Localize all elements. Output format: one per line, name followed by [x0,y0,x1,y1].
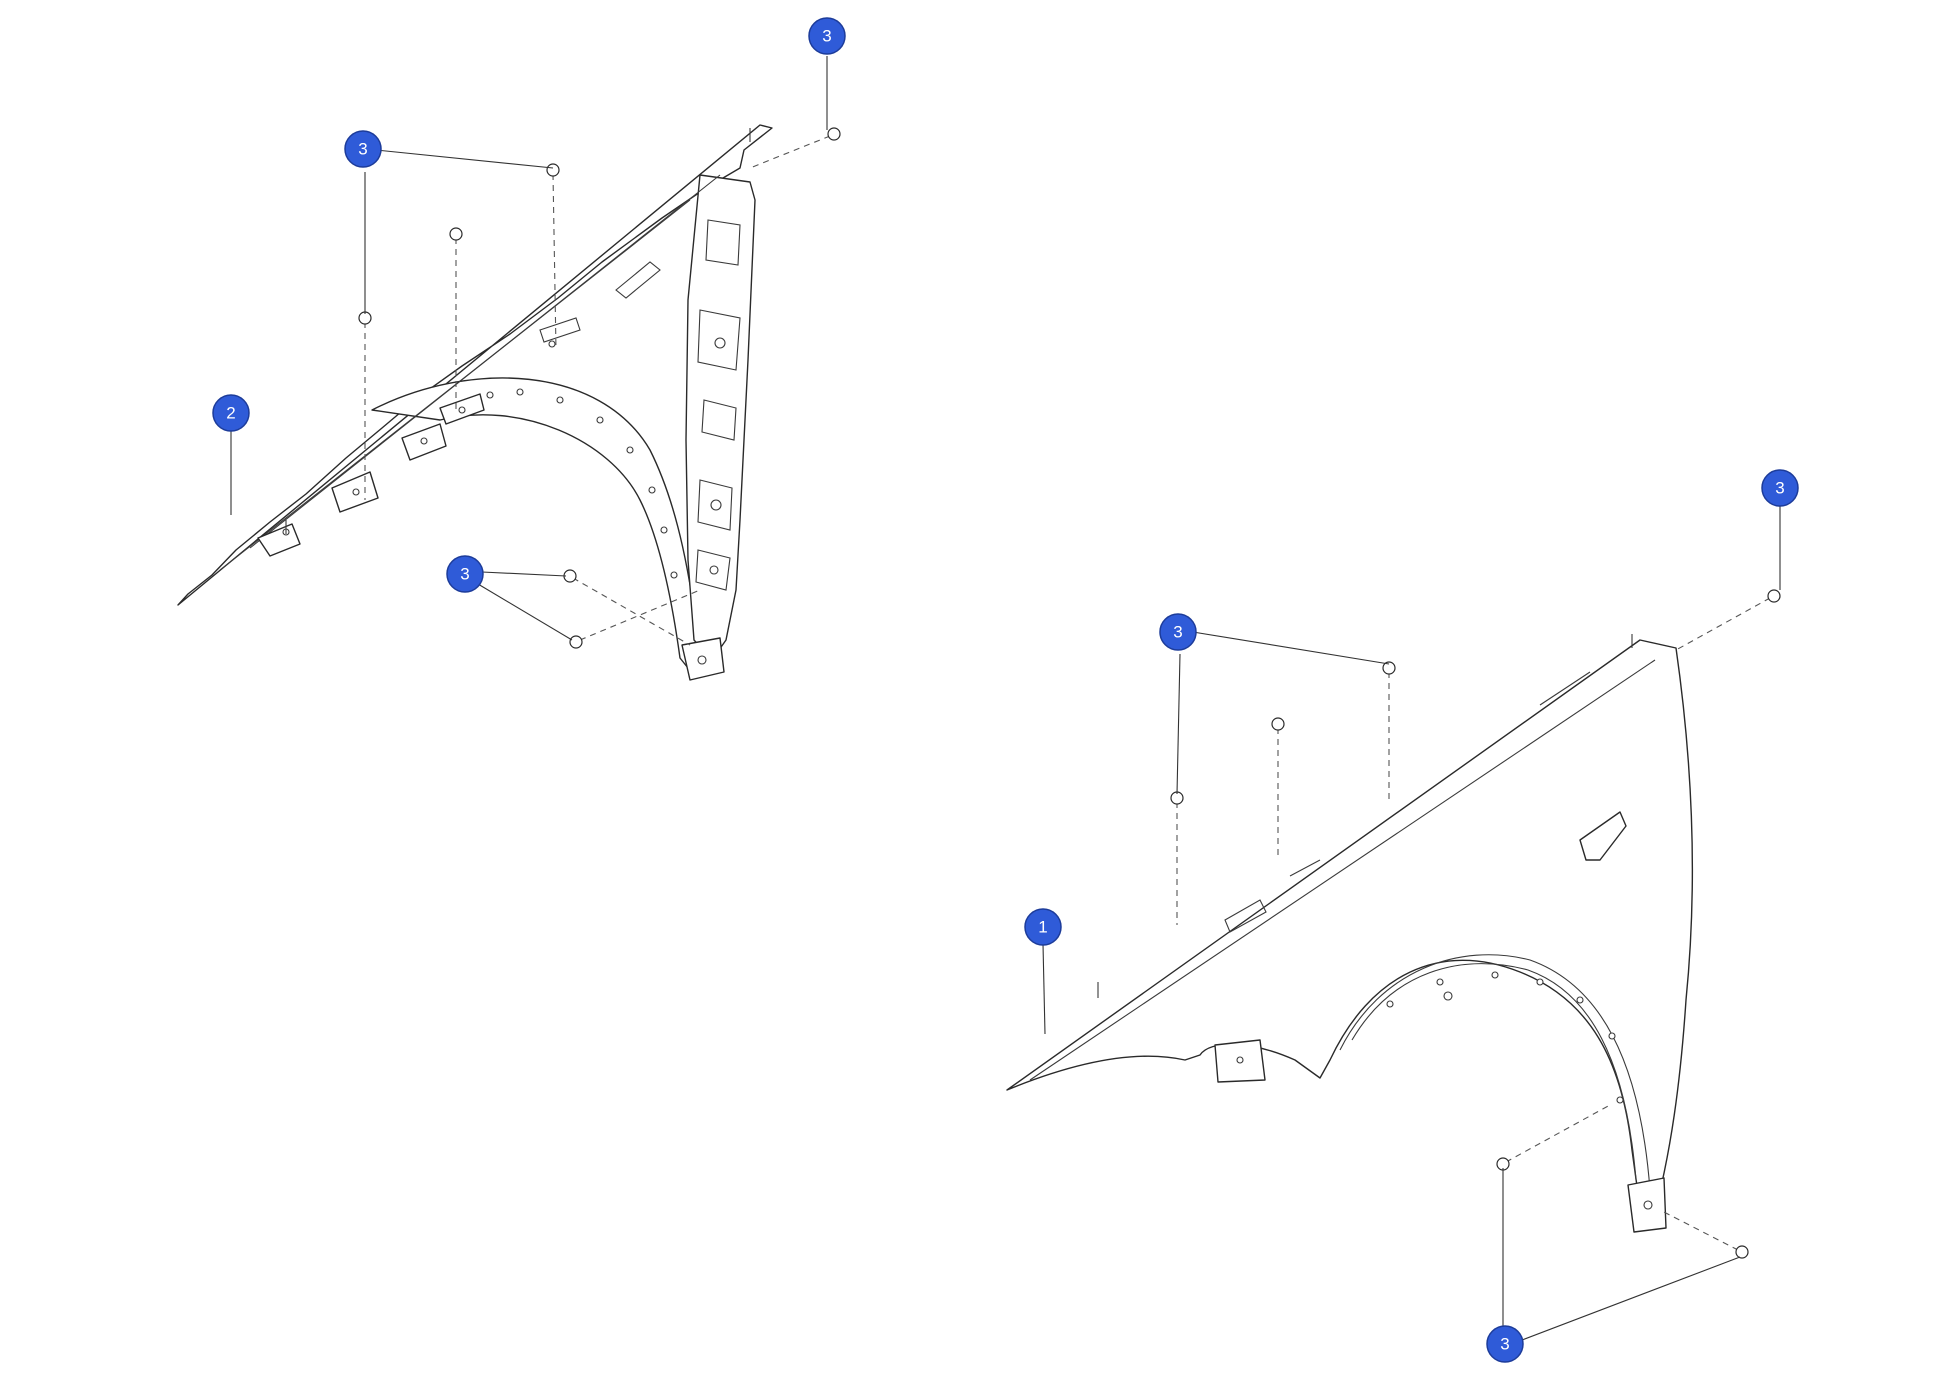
svg-text:3: 3 [822,27,831,46]
fastener-bolt [1271,717,1285,731]
left-fender-inner [177,124,773,681]
callout-right-lower: 3 [1486,1325,1524,1363]
svg-text:3: 3 [358,140,367,159]
callout-fender-right: 1 [1024,908,1062,946]
svg-text:1: 1 [1038,918,1047,937]
left-fastener-set [358,127,841,649]
right-fastener-set [1170,589,1781,1259]
callout-left-lower: 3 [446,555,484,593]
callout-badges: 3 3 2 3 3 3 1 3 [212,17,1799,1363]
svg-text:3: 3 [1775,479,1784,498]
svg-text:3: 3 [460,565,469,584]
fastener-nut [1735,1245,1749,1259]
fastener-bolt [449,227,463,241]
fastener-bolt [1382,661,1396,675]
fastener-bolt [546,163,560,177]
svg-text:3: 3 [1500,1335,1509,1354]
fastener-nut [827,127,841,141]
callout-fender-left: 2 [212,394,250,432]
callout-right-upper: 3 [1159,613,1197,651]
callout-left-top: 3 [808,17,846,55]
fastener-bolt [569,635,583,649]
leader-lines [230,56,1781,1341]
right-fender-outer [1006,634,1694,1233]
fastener-nut [1767,589,1781,603]
svg-text:2: 2 [226,404,235,423]
svg-text:3: 3 [1173,623,1182,642]
callout-right-top: 3 [1761,469,1799,507]
callout-left-upper: 3 [344,130,382,168]
